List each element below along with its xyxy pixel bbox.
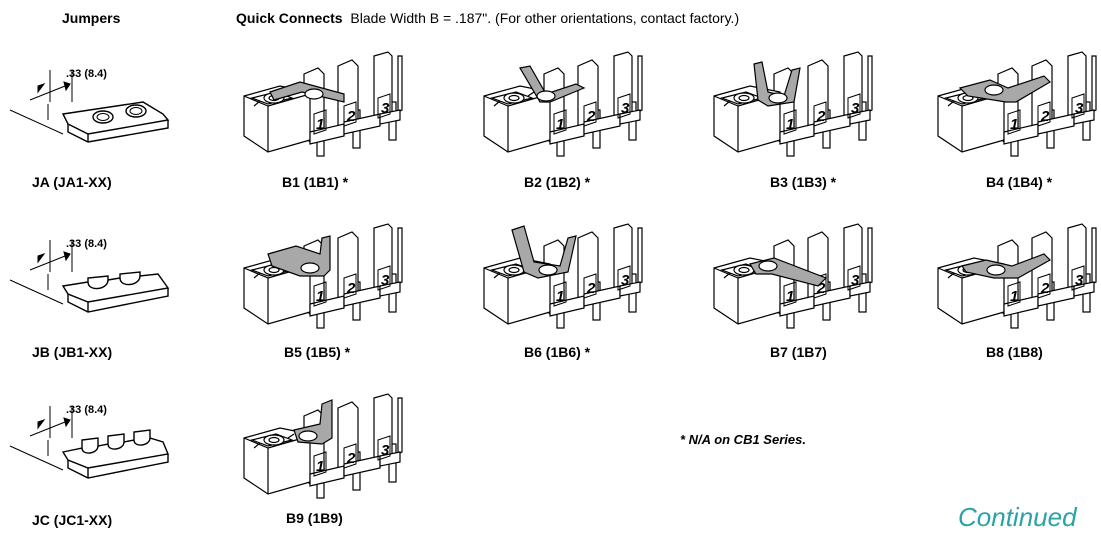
qc-b1-label: B1 (1B1) * [282, 174, 349, 190]
jumper-jc-dimension: .33 (8.4) [66, 404, 107, 416]
qc-b5-drawing: 1 2 3 [243, 223, 403, 329]
jumper-jc-drawing [9, 406, 169, 479]
quick-connects-heading: Quick Connects Blade Width B = .187". (F… [236, 10, 739, 26]
qc-b5-num-1: 1 [316, 288, 324, 305]
qc-b8-figure: 1 2 3 [934, 208, 1101, 334]
jumper-jb-label: JB (JB1-XX) [32, 344, 113, 360]
qc-b9-drawing: 1 2 3 [243, 393, 403, 499]
qc-b3-num-1: 1 [786, 116, 794, 133]
qc-b3-num-3: 3 [851, 100, 860, 117]
qc-b5-num-3: 3 [381, 272, 390, 289]
qc-b9-label: B9 (1B9) [286, 510, 343, 526]
qc-b3-num-2: 2 [816, 108, 826, 125]
qc-b3-drawing: 1 2 3 [713, 51, 873, 157]
qc-b4-num-1: 1 [1010, 116, 1018, 133]
jumper-jb-figure: .33 (8.4) [8, 232, 170, 332]
qc-b4-num-2: 2 [1040, 108, 1050, 125]
qc-b7-drawing: 1 2 3 [713, 223, 873, 329]
qc-b7-num-2: 2 [816, 280, 826, 297]
qc-b1-num-3: 3 [381, 100, 390, 117]
jumper-jc-figure: .33 (8.4) [8, 398, 169, 498]
qc-b6-drawing: 1 2 3 [483, 223, 643, 329]
jumper-jb-drawing [9, 240, 170, 313]
qc-b7-label: B7 (1B7) [770, 344, 827, 360]
qc-b2-label: B2 (1B2) * [524, 174, 591, 190]
qc-b4-figure: 1 2 3 [934, 36, 1101, 162]
jumper-ja-label: JA (JA1-XX) [32, 174, 112, 190]
qc-b9-num-1: 1 [316, 458, 324, 475]
qc-b8-num-3: 3 [1075, 272, 1084, 289]
jumper-jb-dimension: .33 (8.4) [66, 238, 107, 250]
qc-b2-figure: 1 2 3 [480, 36, 650, 162]
qc-b7-num-1: 1 [786, 288, 794, 305]
qc-b8-num-2: 2 [1040, 280, 1050, 297]
footnote: * N/A on CB1 Series. [680, 432, 806, 447]
qc-b8-drawing: 1 2 3 [937, 223, 1097, 329]
jumper-ja-figure: .33 (8.4) [8, 62, 170, 162]
qc-b6-label: B6 (1B6) * [524, 344, 591, 360]
qc-b5-figure: 1 2 3 [240, 208, 410, 334]
qc-b5-num-2: 2 [346, 280, 356, 297]
qc-b8-label: B8 (1B8) [986, 344, 1043, 360]
qc-b7-num-3: 3 [851, 272, 860, 289]
qc-b4-num-3: 3 [1075, 100, 1084, 117]
jumpers-heading: Jumpers [62, 10, 121, 26]
qc-b7-figure: 1 2 3 [710, 208, 880, 334]
qc-b2-drawing: 1 2 3 [483, 51, 643, 157]
qc-b9-figure: 1 2 3 [240, 378, 410, 504]
qc-b6-num-2: 2 [586, 280, 596, 297]
qc-b1-drawing: 1 2 3 [243, 51, 403, 157]
qc-b2-num-3: 3 [621, 100, 630, 117]
qc-b3-figure: 1 2 3 [710, 36, 880, 162]
qc-b5-label: B5 (1B5) * [284, 344, 351, 360]
qc-b1-figure: 1 2 3 [240, 36, 410, 162]
qc-b3-label: B3 (1B3) * [770, 174, 837, 190]
continued-link[interactable]: Continued [958, 502, 1077, 532]
qc-b8-num-1: 1 [1010, 288, 1018, 305]
qc-b9-num-2: 2 [346, 450, 356, 467]
jumper-ja-drawing [9, 70, 170, 143]
jumper-ja-dimension: .33 (8.4) [66, 68, 107, 80]
qc-b6-num-3: 3 [621, 272, 630, 289]
qc-b1-num-1: 1 [316, 116, 324, 133]
quick-connects-title: Quick Connects [236, 10, 343, 26]
quick-connects-note: Blade Width B = .187". (For other orient… [350, 10, 740, 26]
qc-b6-figure: 1 2 3 [480, 208, 650, 334]
qc-b1-num-2: 2 [346, 108, 356, 125]
qc-b4-label: B4 (1B4) * [986, 174, 1053, 190]
qc-b2-num-2: 2 [586, 108, 596, 125]
qc-b9-num-3: 3 [381, 442, 390, 459]
jumper-jc-label: JC (JC1-XX) [32, 512, 113, 528]
qc-b6-num-1: 1 [556, 288, 564, 305]
qc-b2-num-1: 1 [556, 116, 564, 133]
qc-b4-drawing: 1 2 3 [937, 51, 1097, 157]
